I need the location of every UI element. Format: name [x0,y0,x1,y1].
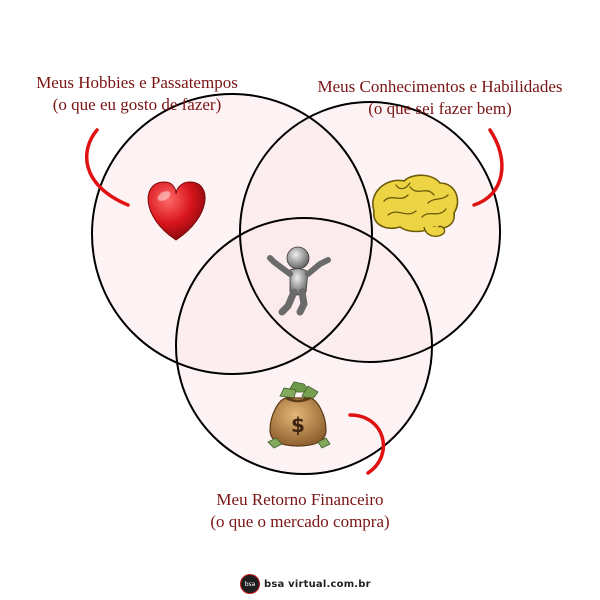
label-hobbies-subtitle: (o que eu gosto de fazer) [52,95,222,114]
logo-mark-icon: bsa [240,574,260,594]
label-skills: Meus Conhecimentos e Habilidades (o que … [300,76,580,120]
label-money-title: Meu Retorno Financeiro [216,490,384,509]
circle-hobbies-outline [91,93,373,375]
heart-icon [147,181,206,241]
pointer-curve-skills [472,128,504,207]
label-money: Meu Retorno Financeiro (o que o mercado … [160,489,440,533]
circle-money [176,218,432,474]
label-money-subtitle: (o que o mercado compra) [210,512,390,531]
label-hobbies: Meus Hobbies e Passatempos (o que eu gos… [22,72,252,116]
circle-outlines [91,93,501,475]
pointer-curve-money [348,413,386,475]
svg-text:$: $ [291,413,305,437]
brain-icon [372,174,459,238]
money-bag-icon: $ [267,381,331,449]
circle-skills-outline [239,101,501,363]
logo-text: bsa virtual.com.br [264,578,371,590]
pointer-curve-hobbies [84,128,130,207]
footer-logo[interactable]: bsa bsa virtual.com.br [240,574,371,594]
circle-fills [92,94,500,474]
jumping-person-icon [267,246,331,316]
label-hobbies-title: Meus Hobbies e Passatempos [36,73,238,92]
label-skills-subtitle: (o que sei fazer bem) [368,99,512,118]
circle-money-outline [175,217,433,475]
label-skills-title: Meus Conhecimentos e Habilidades [317,77,563,96]
